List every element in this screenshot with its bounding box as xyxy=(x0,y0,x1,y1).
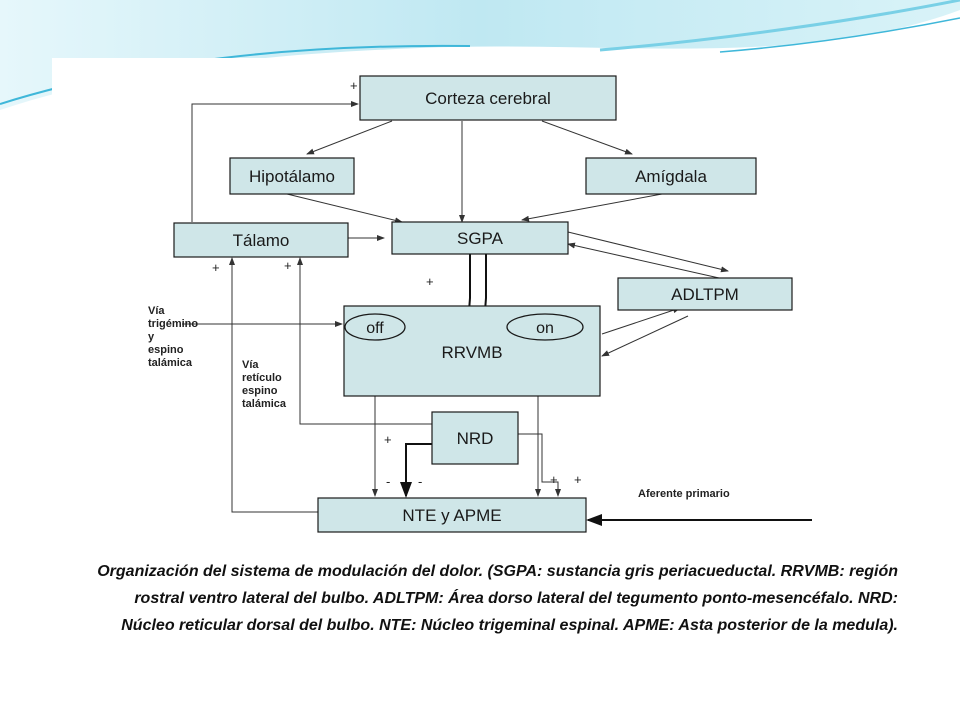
right-wave-accent-2 xyxy=(719,17,960,53)
box-amigdala: Amígdala xyxy=(585,157,757,195)
label-via-reticulo: Vía retículo espino talámica xyxy=(242,359,287,410)
box-hipotalamo: Hipotálamo xyxy=(229,157,355,195)
svg-text:RRVMB: RRVMB xyxy=(441,343,502,362)
sign-plus-corteza: + xyxy=(350,78,358,93)
figure-caption: Organización del sistema de modulación d… xyxy=(97,563,898,634)
sign-plus-sgpa-off: + xyxy=(426,274,434,289)
svg-text:Corteza cerebral: Corteza cerebral xyxy=(425,89,551,108)
sign-minus-off: - xyxy=(386,474,390,489)
svg-text:Tálamo: Tálamo xyxy=(233,231,290,250)
top-wave xyxy=(0,0,960,110)
svg-text:ADLTPM: ADLTPM xyxy=(671,285,739,304)
svg-text:NRD: NRD xyxy=(457,429,494,448)
ellipse-off xyxy=(344,313,406,341)
label-on: on xyxy=(536,320,554,337)
sign-plus-talamo-right: + xyxy=(284,258,292,273)
signs: + + + + + - - + + xyxy=(212,78,582,489)
content-panel: Corteza cerebral Hipotálamo Amígdala Tál… xyxy=(52,58,904,694)
box-nrd: NRD xyxy=(431,411,519,465)
box-sgpa: SGPA xyxy=(391,221,569,255)
sign-minus-nrd: - xyxy=(418,474,422,489)
box-corteza-cerebral: Corteza cerebral xyxy=(359,75,617,121)
pain-modulation-diagram: Corteza cerebral Hipotálamo Amígdala Tál… xyxy=(148,75,812,533)
sign-plus-talamo-left: + xyxy=(212,260,220,275)
label-off: off xyxy=(366,320,384,337)
box-adltpm: ADLTPM xyxy=(617,277,793,311)
svg-text:Amígdala: Amígdala xyxy=(635,167,707,186)
svg-text:NTE y APME: NTE y APME xyxy=(402,506,501,525)
box-talamo: Tálamo xyxy=(173,222,349,258)
svg-text:Hipotálamo: Hipotálamo xyxy=(249,167,335,186)
label-aferente-primario: Aferente primario xyxy=(638,488,730,500)
sign-plus-right: + xyxy=(574,472,582,487)
box-nte-apme: NTE y APME xyxy=(317,497,587,533)
ellipse-on xyxy=(506,313,584,341)
sign-plus-on: + xyxy=(550,472,558,487)
svg-text:SGPA: SGPA xyxy=(457,229,504,248)
right-wave-accent xyxy=(599,0,960,52)
sign-plus-nrd: + xyxy=(384,432,392,447)
box-rrvmb: RRVMB xyxy=(343,305,601,397)
label-via-trigemino: Vía trigémino y espino talámica xyxy=(148,305,201,369)
